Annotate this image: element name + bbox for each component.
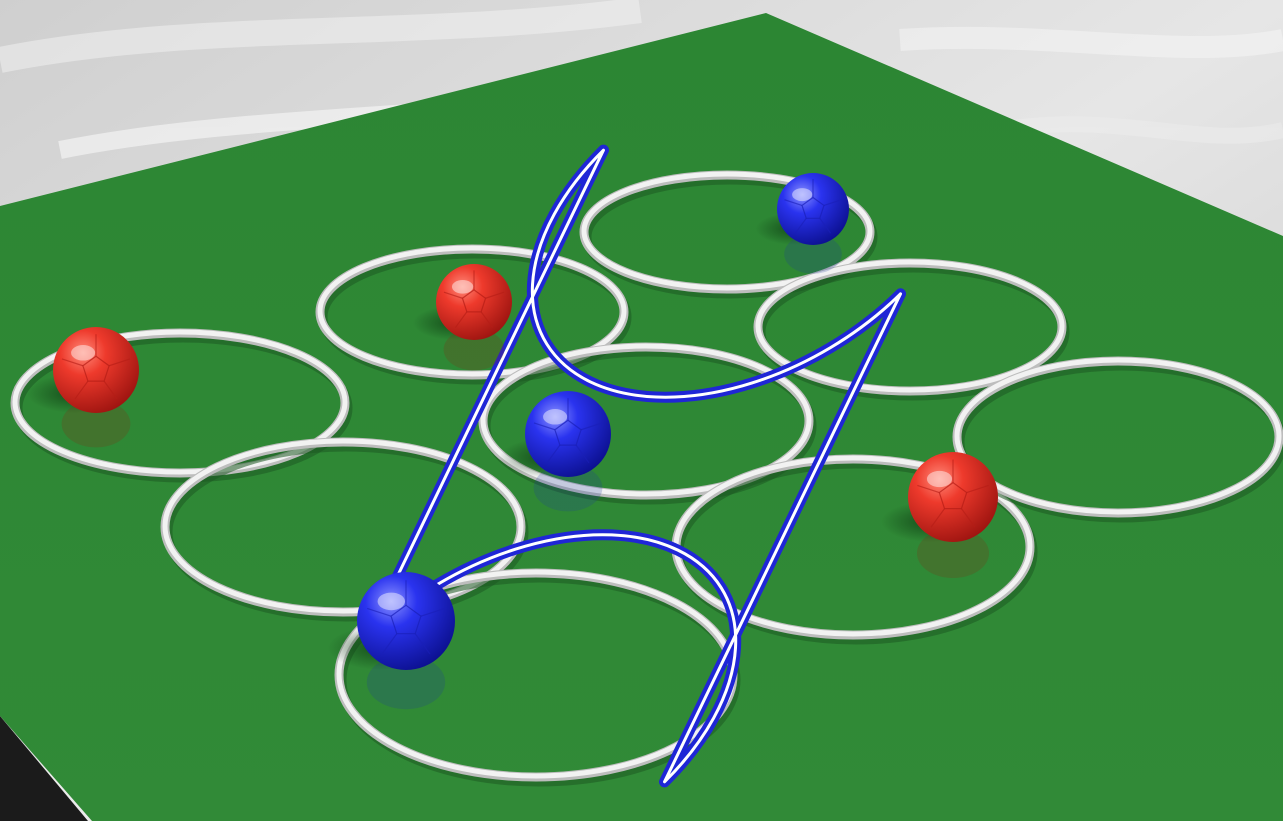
ball-highlight [543,409,567,424]
ball-highlight [927,471,952,487]
ball-highlight [452,280,473,294]
ball-highlight [378,593,405,611]
ball-highlight [71,345,95,360]
ball-highlight [792,188,812,201]
